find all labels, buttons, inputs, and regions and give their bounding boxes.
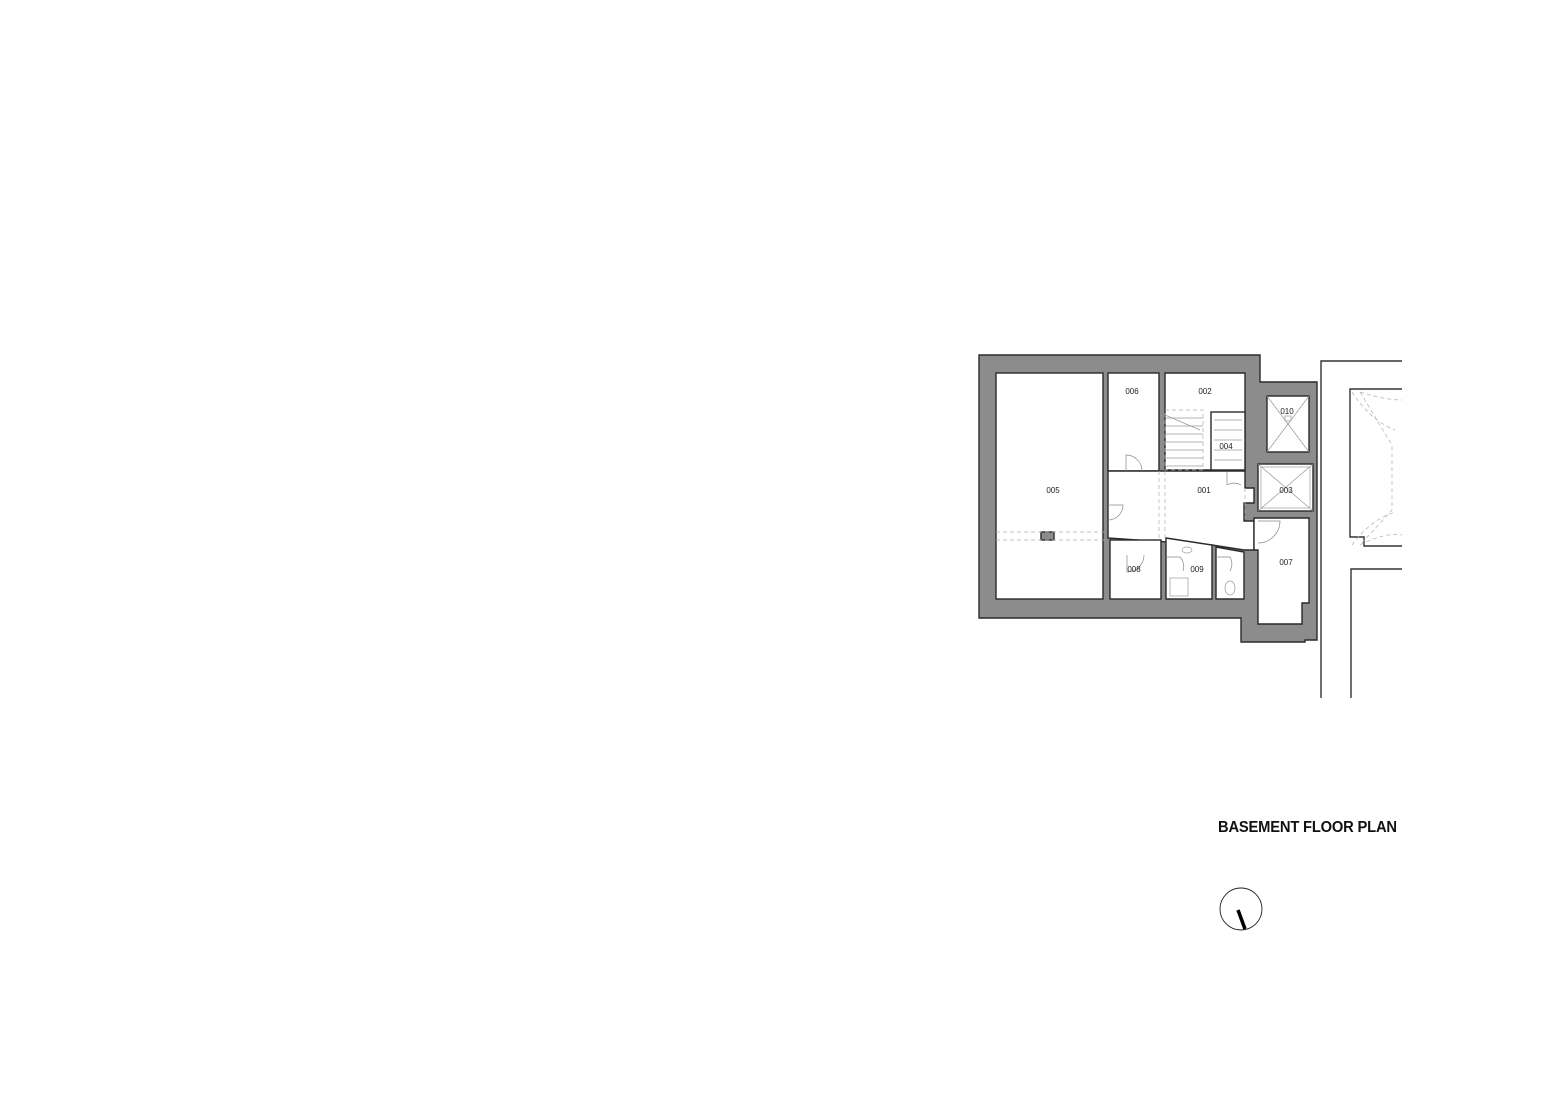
room-label-010: 010	[1280, 407, 1294, 416]
staircase	[1164, 409, 1242, 471]
room-label-009: 009	[1190, 565, 1204, 574]
drawing-title: BASEMENT FLOOR PLAN	[1218, 819, 1397, 836]
room-label-007: 007	[1279, 558, 1293, 567]
room-label-001: 001	[1197, 486, 1211, 495]
walls	[978, 354, 1318, 643]
room-label-002: 002	[1198, 387, 1212, 396]
doors	[1107, 454, 1281, 597]
room-label-004: 004	[1219, 442, 1233, 451]
room-label-003: 003	[1279, 486, 1293, 495]
adjacent-building	[1320, 360, 1403, 698]
room-labels: 005 006 002 004 001 010 003 007 008 009	[1046, 387, 1294, 574]
room-label-006: 006	[1125, 387, 1139, 396]
shafts	[1257, 395, 1314, 512]
room-label-005: 005	[1046, 486, 1060, 495]
north-arrow-icon	[1219, 887, 1263, 931]
room-label-008: 008	[1127, 565, 1141, 574]
overhead-lines	[996, 471, 1246, 541]
